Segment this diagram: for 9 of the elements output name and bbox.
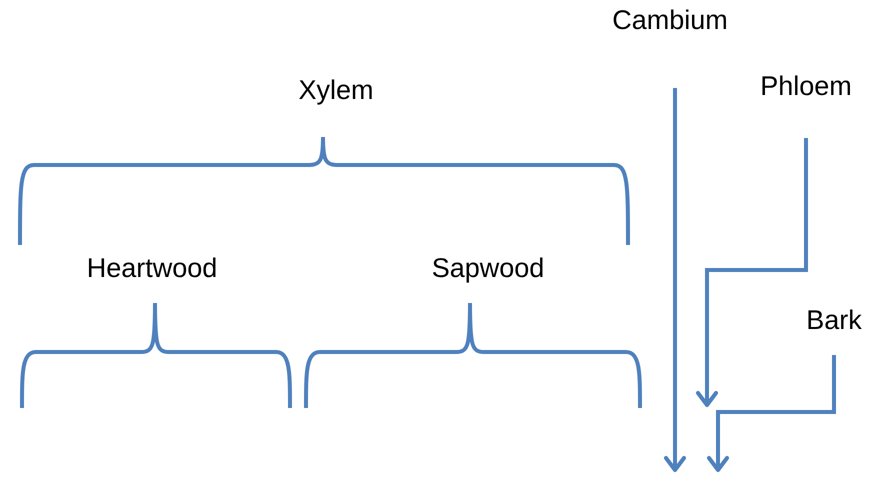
- arrow: [696, 138, 808, 407]
- arrow: [707, 355, 836, 472]
- node-label: Phloem: [760, 70, 852, 103]
- bracket-label: Heartwood: [86, 252, 218, 285]
- bracket-label: Sapwood: [432, 252, 544, 285]
- bracket-label: Xylem: [298, 74, 374, 107]
- arrow: [664, 88, 686, 472]
- node-label: Bark: [806, 304, 862, 337]
- node-label: Cambium: [612, 4, 728, 37]
